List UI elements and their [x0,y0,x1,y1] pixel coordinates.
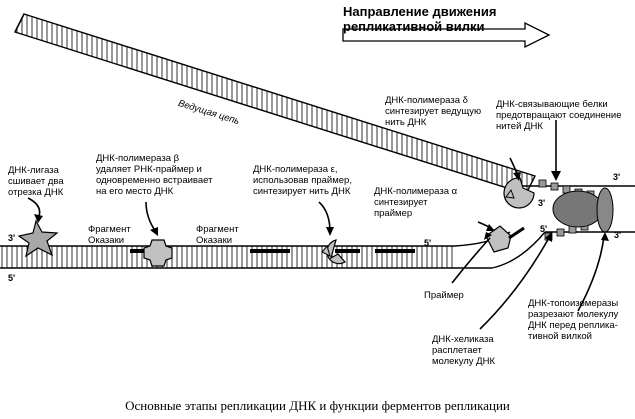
end-label: 5' [540,224,548,234]
polymerase-epsilon [321,239,346,265]
end-label: 5' [8,273,16,283]
okazaki-label-2: Фрагмент Оказаки [196,224,239,246]
polymerase-delta [503,177,535,209]
pol-delta-label: ДНК-полимераза δ синтезирует ведущую нит… [385,95,482,128]
end-label: 3' [613,172,621,182]
figure-caption: Основные этапы репликации ДНК и функции … [125,398,510,413]
polymerase-beta [143,239,173,267]
primer-label: Праймер [424,290,464,301]
helicase [552,190,604,228]
end-label: 3' [614,230,622,240]
end-label: 3' [538,198,546,208]
direction-title: Направление движения репликативной вилки [343,4,497,34]
end-label: 5' [424,238,432,248]
pol-epsilon-label: ДНК-полимераза ε, использовав праймер, с… [253,164,352,197]
polymerase-alpha [485,225,525,253]
direction-arrow [342,21,551,49]
ligase-star [17,219,59,258]
topoisomerase [596,187,614,233]
ssb-label: ДНК-связывающие белки предотвращают соед… [496,99,622,132]
pol-alpha-label: ДНК-полимераза α синтезирует праймер [374,186,458,219]
pol-beta-label: ДНК-полимераза β удаляет РНК-праймер и о… [96,153,213,197]
okazaki-label-1: Фрагмент Оказаки [88,224,131,246]
arrow-heads [34,171,609,242]
end-label: 3' [8,233,16,243]
ligase-label: ДНК-лигаза сшивает два отрезка ДНК [8,165,64,198]
topoisomerase-label: ДНК-топоизомеразы разрезают молекулу ДНК… [528,298,619,342]
helicase-label: ДНК-хеликаза расплетает молекулу ДНК [432,334,495,367]
